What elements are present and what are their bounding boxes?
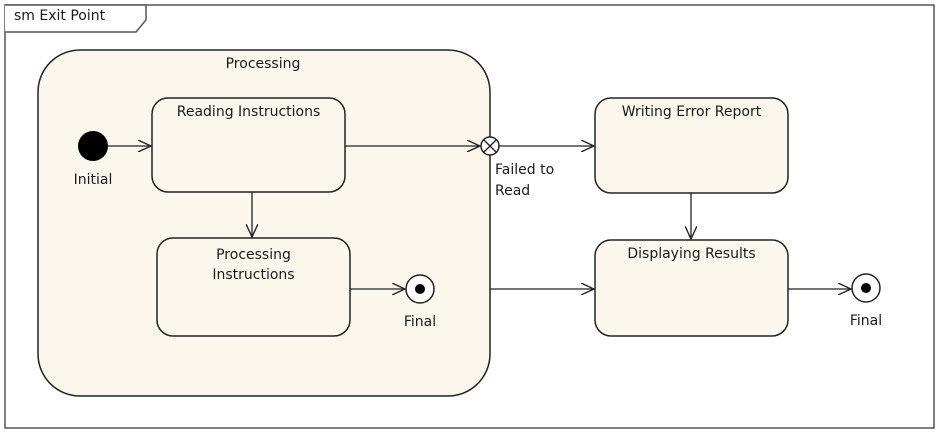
outer-final-node-dot <box>861 283 871 293</box>
inner-final-node-dot <box>415 284 425 294</box>
state-label-writing-error-report: Writing Error Report <box>621 104 762 120</box>
initial-node[interactable] <box>78 131 108 161</box>
initial-label: Initial <box>73 172 113 188</box>
state-reading-instructions[interactable] <box>151 97 346 193</box>
exit-point-cross-b <box>483 139 497 153</box>
state-label-reading-instructions: Reading Instructions <box>176 104 321 120</box>
state-displaying-results[interactable] <box>594 239 789 337</box>
state-label-displaying-results: Displaying Results <box>627 246 756 262</box>
state-label-processing-line2: Instructions <box>212 267 295 283</box>
composite-state-label: Processing <box>225 56 301 72</box>
inner-final-label: Final <box>403 314 437 330</box>
state-processing-instructions[interactable] <box>156 237 351 337</box>
outer-final-label: Final <box>849 313 883 329</box>
composite-state-processing[interactable] <box>37 49 491 397</box>
frame-label-tab <box>5 4 147 33</box>
exit-point-label-line1: Failed to <box>495 162 555 178</box>
frame-label: sm Exit Point <box>14 8 106 24</box>
state-label-processing-line1: Processing <box>216 247 291 263</box>
exit-point-label-line2: Read <box>495 183 531 199</box>
